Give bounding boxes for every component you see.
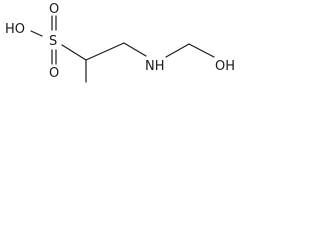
atom-label-oxygen-lower: O: [49, 66, 59, 81]
atom-label-oxygen-upper: O: [49, 2, 59, 17]
atom-label-sulfur: S: [49, 34, 57, 49]
bond-ch2-oh: [188, 43, 215, 58]
bond-n-ch2: [165, 43, 190, 58]
atom-label-nh: NH: [145, 59, 165, 74]
atom-label-oh: OH: [215, 59, 235, 74]
bond-c2-c1: [85, 42, 125, 61]
bond-s-c2: [61, 44, 87, 61]
bond-c1-n: [123, 42, 147, 57]
atom-label-ho: HO: [5, 22, 25, 37]
chemical-structure-diagram: HO S O O NH OH: [5, 2, 235, 83]
bond-s-oh: [30, 30, 43, 37]
